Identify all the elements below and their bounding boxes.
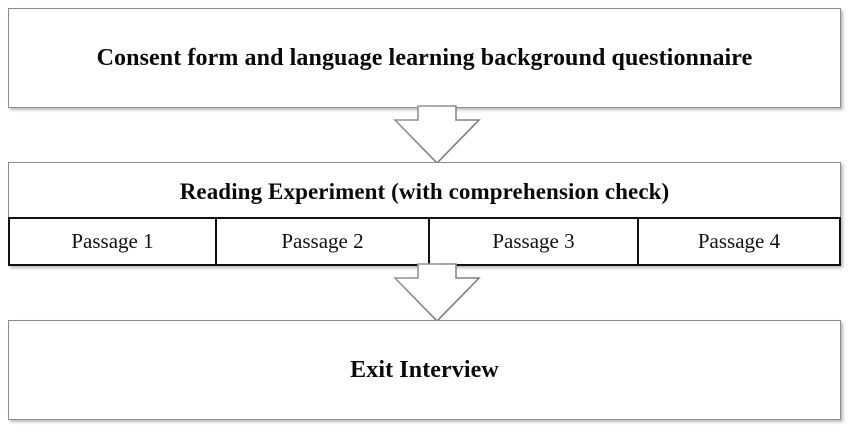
stage-box-reading-experiment: Reading Experiment (with comprehension c… <box>8 162 841 266</box>
stage-label-consent: Consent form and language learning backg… <box>96 45 753 71</box>
down-arrow-shape <box>393 263 481 323</box>
arrow-polygon <box>393 105 481 165</box>
passage-cell-4[interactable]: Passage 4 <box>639 219 839 264</box>
arrow-polygon <box>393 263 481 323</box>
stage-box-consent: Consent form and language learning backg… <box>8 8 841 108</box>
down-arrow-icon-reading-to-exit <box>393 263 481 323</box>
passage-cell-3[interactable]: Passage 3 <box>430 219 639 264</box>
passage-cell-2[interactable]: Passage 2 <box>217 219 430 264</box>
stage-label-reading-experiment: Reading Experiment (with comprehension c… <box>179 178 670 204</box>
passage-cell-1[interactable]: Passage 1 <box>10 219 217 264</box>
reading-experiment-header: Reading Experiment (with comprehension c… <box>9 163 840 220</box>
down-arrow-shape <box>393 105 481 165</box>
stage-box-exit-interview: Exit Interview <box>8 320 841 420</box>
stage-label-exit-interview: Exit Interview <box>350 357 499 383</box>
down-arrow-icon-consent-to-reading <box>393 105 481 165</box>
passage-row: Passage 1 Passage 2 Passage 3 Passage 4 <box>8 217 841 266</box>
